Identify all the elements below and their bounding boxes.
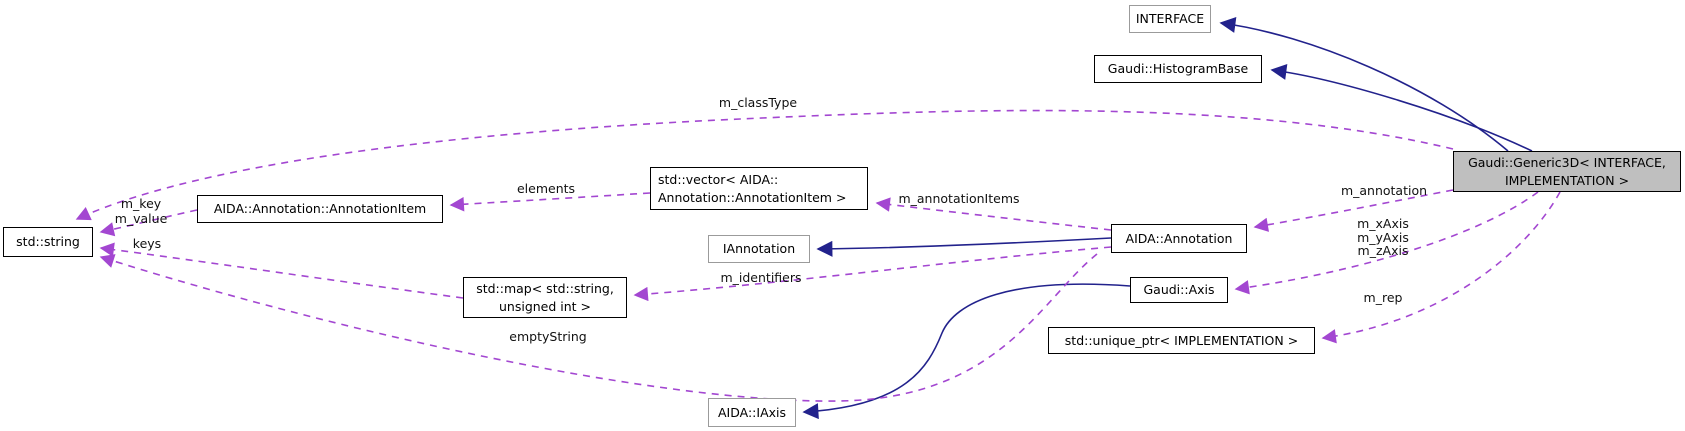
inheritance-edge-annotation-to-iannotation [816, 237, 1112, 257]
usage-edge-keys [99, 242, 464, 299]
edge-label-emptystring: emptyString [509, 329, 587, 344]
class-node-gaudi-axis-label: Gaudi::Axis [1143, 282, 1215, 298]
class-node-std-string-label: std::string [16, 234, 80, 250]
class-node-gaudi-generic3d-line2: IMPLEMENTATION > [1504, 172, 1630, 188]
class-node-std-unique-ptr[interactable]: std::unique_ptr< IMPLEMENTATION > [1048, 327, 1315, 354]
class-node-gaudi-generic3d[interactable]: Gaudi::Generic3D< INTERFACE, IMPLEMENTAT… [1453, 151, 1681, 192]
class-node-gaudi-histogrambase-label: Gaudi::HistogramBase [1107, 61, 1249, 77]
class-node-std-unique-ptr-label: std::unique_ptr< IMPLEMENTATION > [1064, 332, 1299, 348]
class-node-aida-iaxis-label: AIDA::IAxis [717, 404, 787, 420]
inheritance-edge-generic3d-to-interface [1219, 17, 1509, 152]
edge-label-m-key-m-value: m_key m_value [106, 196, 176, 226]
class-node-aida-annotationitem[interactable]: AIDA::Annotation::AnnotationItem [197, 195, 443, 223]
usage-edge-m-rep [1321, 191, 1561, 344]
inheritance-edge-axis-to-iaxis [802, 283, 1131, 420]
class-node-aida-annotationitem-label: AIDA::Annotation::AnnotationItem [213, 201, 427, 217]
edge-label-m-annotationitems: m_annotationItems [898, 191, 1020, 206]
inheritance-edge-generic3d-to-histogrambase [1270, 63, 1533, 152]
edge-label-elements: elements [516, 181, 576, 196]
class-node-std-vector-line1: std::vector< AIDA:: [658, 172, 779, 187]
usage-edge-m-identifiers [633, 246, 1112, 302]
class-node-aida-annotation-label: AIDA::Annotation [1125, 230, 1233, 246]
class-node-std-string[interactable]: std::string [3, 227, 93, 257]
class-node-gaudi-histogrambase[interactable]: Gaudi::HistogramBase [1094, 55, 1262, 83]
class-node-std-map-line2: unsigned int > [498, 298, 592, 314]
class-node-aida-iaxis[interactable]: AIDA::IAxis [708, 398, 796, 427]
class-node-gaudi-axis[interactable]: Gaudi::Axis [1130, 277, 1228, 303]
class-node-iannotation[interactable]: IAnnotation [708, 235, 810, 263]
class-node-std-map[interactable]: std::map< std::string, unsigned int > [463, 277, 627, 318]
edge-label-m-identifiers: m_identifiers [720, 270, 802, 285]
edge-label-m-annotation: m_annotation [1340, 183, 1428, 198]
edge-label-m-key: m_key [120, 196, 162, 211]
class-node-interface[interactable]: INTERFACE [1129, 5, 1211, 33]
edge-label-m-zaxis: m_zAxis [1357, 243, 1409, 258]
class-node-std-vector-line2: Annotation::AnnotationItem > [658, 189, 847, 205]
class-node-std-map-line1: std::map< std::string, [476, 281, 614, 296]
edge-label-m-xyz-axis: m_xAxis m_yAxis m_zAxis [1348, 217, 1418, 258]
class-node-aida-annotation[interactable]: AIDA::Annotation [1111, 224, 1247, 253]
class-node-std-vector-annotationitem[interactable]: std::vector< AIDA:: Annotation::Annotati… [650, 167, 868, 210]
usage-edge-m-classtype [75, 109, 1454, 221]
edge-label-m-value: m_value [114, 211, 168, 226]
edge-label-keys: keys [132, 236, 162, 251]
edge-label-m-xaxis: m_xAxis [1357, 216, 1409, 231]
usage-edge-m-xyz-axis [1234, 191, 1539, 295]
edge-label-m-rep: m_rep [1363, 290, 1403, 305]
class-node-iannotation-label: IAnnotation [722, 241, 796, 257]
usage-edge-elements [449, 192, 651, 212]
usage-edge-m-annotationitems [875, 197, 1112, 231]
class-node-interface-label: INTERFACE [1135, 11, 1205, 27]
class-node-gaudi-generic3d-line1: Gaudi::Generic3D< INTERFACE, [1468, 155, 1666, 170]
edge-label-m-yaxis: m_yAxis [1357, 229, 1409, 245]
edge-label-m-classtype: m_classType [718, 95, 798, 110]
